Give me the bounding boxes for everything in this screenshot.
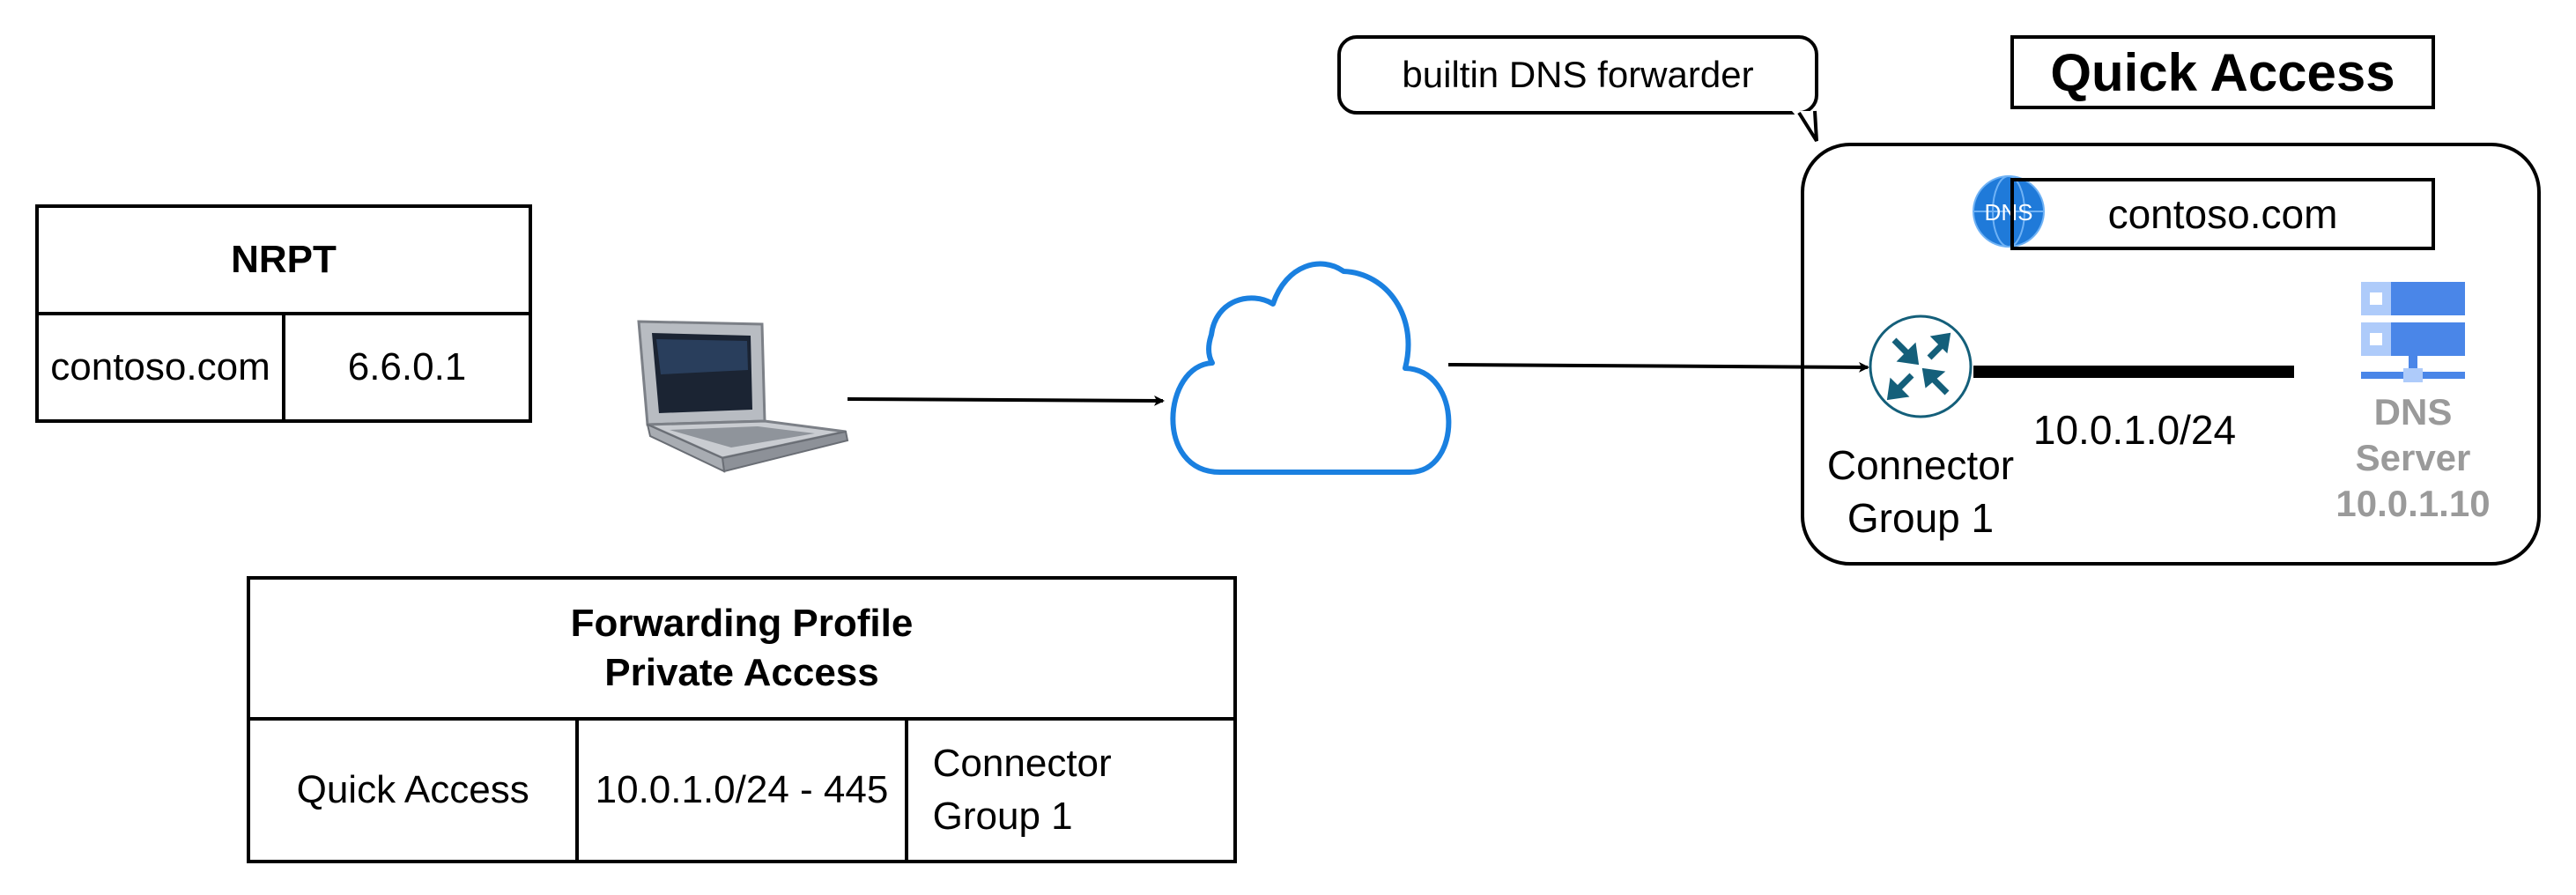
cloud-to-connector-arrow	[1447, 361, 1869, 373]
callout-text: builtin DNS forwarder	[1402, 54, 1754, 95]
nrpt-ip-cell: 6.6.0.1	[282, 312, 532, 423]
forwarding-profile-table: Forwarding Profile Private Access Quick …	[246, 576, 1238, 863]
cloud-shape	[1170, 261, 1452, 475]
nrpt-table: NRPT contoso.com 6.6.0.1	[35, 204, 532, 423]
callout-bubble: builtin DNS forwarder	[1337, 35, 1818, 115]
dns-badge-text: DNS	[1985, 199, 2033, 226]
forwarding-profile-title: Forwarding Profile Private Access	[247, 576, 1237, 721]
forwarding-profile-name-cell: Quick Access	[246, 717, 580, 863]
nrpt-domain-cell: contoso.com	[35, 312, 285, 423]
quick-access-group	[1801, 143, 2541, 566]
subnet-label: 10.0.1.0/24	[2032, 407, 2237, 453]
forwarding-profile-connector-cell: Connector Group 1	[904, 717, 1238, 863]
globe-icon	[1973, 175, 2045, 248]
nrpt-title: NRPT	[35, 204, 532, 315]
quick-access-title: Quick Access	[2010, 35, 2435, 109]
quick-access-domain-box: contoso.com	[2010, 178, 2435, 250]
dns-server-label: DNS Server 10.0.1.10	[2335, 391, 2491, 524]
laptop-icon	[637, 320, 849, 473]
router-icon	[1869, 314, 1973, 418]
forwarding-profile-range-cell: 10.0.1.0/24 - 445	[575, 717, 908, 863]
quick-access-domain-text: contoso.com	[2107, 191, 2338, 237]
quick-access-title-text: Quick Access	[2050, 42, 2395, 102]
callout-tail	[1792, 110, 1818, 143]
connector-group-label: Connector Group 1	[1826, 442, 2015, 541]
server-icon	[2361, 282, 2465, 382]
laptop-to-cloud-arrow	[847, 395, 1165, 406]
